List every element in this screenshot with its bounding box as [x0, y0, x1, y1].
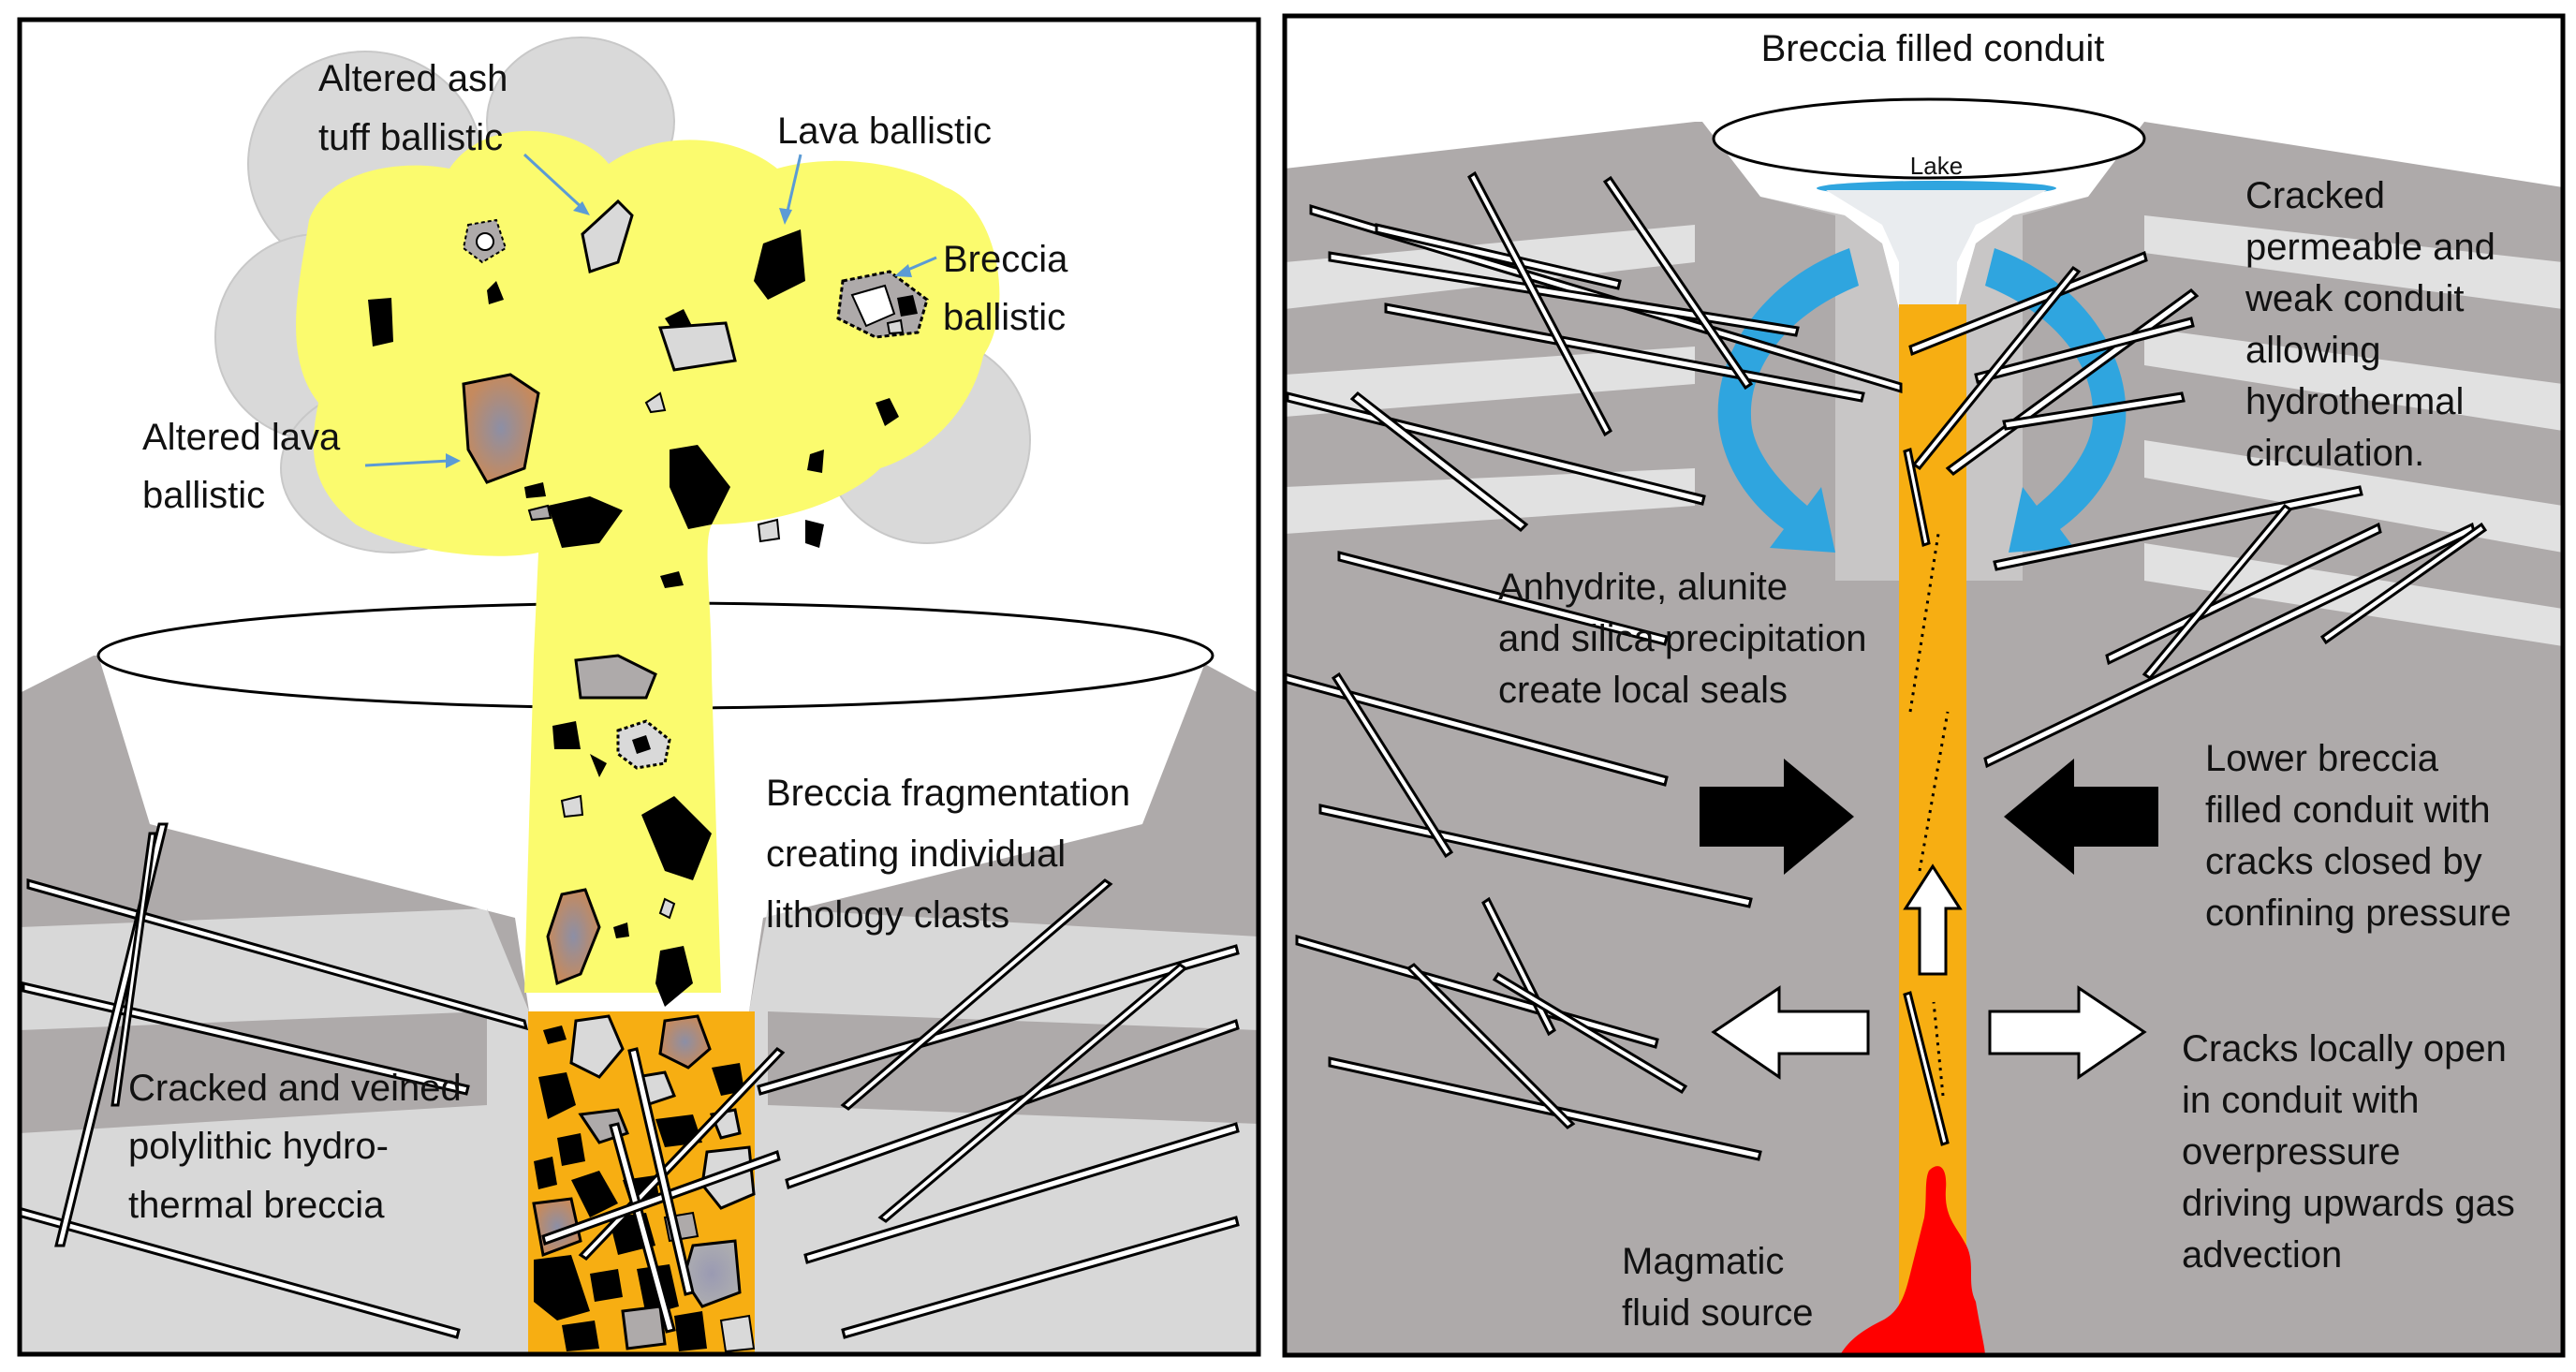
label-breccia-ballistic: Breccia ballistic	[943, 239, 1068, 338]
title-breccia-filled-conduit: Breccia filled conduit	[1761, 28, 2105, 69]
label-line: ballistic	[142, 475, 265, 516]
label-line: lithology clasts	[766, 894, 1009, 936]
pointer-arrowhead	[779, 208, 792, 225]
label-line: Lower breccia	[2205, 738, 2439, 779]
label-line: create local seals	[1498, 670, 1788, 711]
label-line: overpressure	[2182, 1131, 2400, 1173]
veins-left	[20, 822, 1240, 1339]
overpressure-arrow-left	[1711, 985, 1870, 1080]
label-line: weak conduit	[2245, 278, 2464, 319]
crater-shade	[1760, 197, 1899, 581]
label-line: allowing	[2245, 330, 2381, 371]
label-altered-lava: Altered lava ballistic	[142, 417, 341, 516]
left-dark-band	[768, 1011, 1259, 1124]
label-anhydrite: Anhydrite, alunite and silica precipitat…	[1498, 567, 1867, 711]
label-line: Cracks locally open	[2182, 1028, 2507, 1070]
label-altered-ash-tuff: Altered ash tuff ballistic	[318, 58, 508, 158]
label-line: Altered lava	[142, 417, 341, 458]
left-dark-band	[20, 1011, 487, 1133]
ash-tuff-clast	[462, 218, 508, 264]
breccia-conduit	[528, 1011, 756, 1354]
left-panel-border	[17, 17, 1261, 1357]
crater-rim-right	[1712, 97, 2146, 180]
label-line: Cracked	[2245, 175, 2385, 216]
pointer-arrowhead	[446, 453, 461, 468]
label-line: driving upwards gas	[2182, 1183, 2515, 1224]
gas-advection-arrow-up	[1903, 863, 1963, 976]
label-lava-ballistic: Lava ballistic	[777, 111, 992, 152]
right-panel-border	[1282, 13, 2566, 1358]
label-line: Breccia fragmentation	[766, 773, 1130, 814]
right-light-band	[1285, 347, 1695, 417]
label-line: polylithic hydro-	[128, 1126, 389, 1167]
label-line: Magmatic	[1622, 1241, 1784, 1282]
label-line: permeable and	[2245, 227, 2495, 268]
label-cracks-open: Cracks locally open in conduit with over…	[2182, 1028, 2515, 1276]
eruption-plume	[296, 130, 1000, 994]
veins-right	[1285, 170, 2488, 1161]
label-line: cracks closed by	[2205, 841, 2482, 882]
pointer-arrow	[785, 154, 802, 216]
confining-pressure-arrow-left	[1700, 759, 1854, 875]
label-line: Anhydrite, alunite	[1498, 567, 1788, 608]
label-line: in conduit with	[2182, 1080, 2419, 1121]
label-line: creating individual	[766, 834, 1066, 875]
label-line: Altered ash	[318, 58, 508, 99]
overpressure-arrow-right	[1988, 985, 2147, 1080]
pointer-arrowhead	[894, 264, 912, 277]
label-magmatic-source: Magmatic fluid source	[1622, 1241, 1814, 1334]
label-line: thermal breccia	[128, 1185, 385, 1226]
label-line: ballistic	[943, 297, 1066, 338]
right-panel-conduit: Lake	[1285, 28, 2563, 1355]
label-line: advection	[2182, 1234, 2342, 1276]
left-panel-eruption: Altered ash tuff ballistic Lava ballisti…	[20, 37, 1259, 1354]
label-lower-breccia: Lower breccia filled conduit with cracks…	[2205, 738, 2511, 934]
pointer-arrowhead	[573, 201, 590, 215]
right-light-band	[2144, 328, 2563, 431]
right-light-band	[2144, 543, 2563, 646]
clasts-plume	[368, 199, 899, 588]
crater-shade	[1957, 197, 2088, 581]
label-line: and silica precipitation	[1498, 618, 1867, 659]
confining-pressure-arrow-right	[2004, 759, 2158, 875]
label-fragmentation: Breccia fragmentation creating individua…	[766, 773, 1130, 936]
clasts-column	[546, 654, 712, 1007]
label-line: Cracked and veined	[128, 1068, 462, 1109]
magma-source	[1840, 1166, 1985, 1355]
label-lake: Lake	[1910, 152, 1963, 180]
label-cracked-permeable: Cracked permeable and weak conduit allow…	[2245, 175, 2495, 474]
right-light-band	[2144, 215, 2563, 309]
pointer-arrow	[364, 459, 450, 467]
label-line: Breccia	[943, 239, 1068, 280]
label-line: hydrothermal	[2245, 381, 2464, 422]
label-line: filled conduit with	[2205, 789, 2491, 831]
conduit-dotted-cracks	[1908, 533, 1950, 1097]
label-line: fluid source	[1622, 1292, 1814, 1334]
label-line: circulation.	[2245, 433, 2424, 474]
label-line: confining pressure	[2205, 893, 2511, 934]
label-line: tuff ballistic	[318, 117, 503, 158]
pointer-arrow	[523, 153, 587, 213]
breccia-clast	[836, 270, 929, 339]
label-cracked-veined: Cracked and veined polylithic hydro- the…	[128, 1068, 462, 1226]
